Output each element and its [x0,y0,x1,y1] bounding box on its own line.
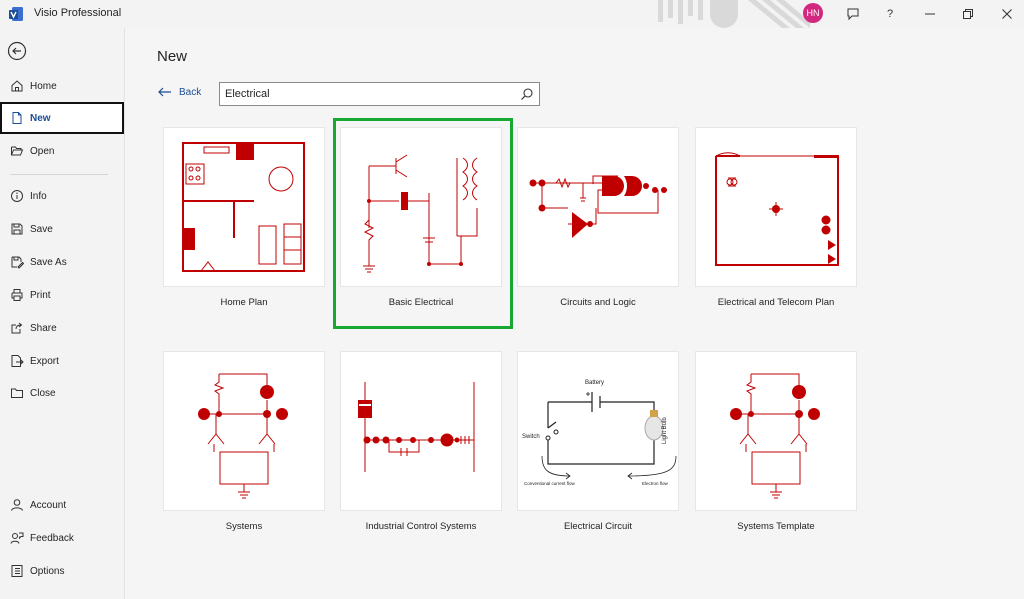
systems-template-diagram [730,373,820,499]
template-thumbnail [517,127,679,287]
account-icon [11,499,23,511]
template-thumbnail [695,351,857,511]
sidebar-item-close[interactable]: Close [0,377,124,409]
template-thumbnail [695,127,857,287]
template-tile-systems-template[interactable]: Systems Template [695,351,857,541]
close-window-icon[interactable] [997,4,1017,24]
template-label: Basic Electrical [388,297,454,308]
decorative-banner [658,0,810,28]
print-icon [11,289,23,301]
options-icon [11,565,23,577]
template-label: Systems Template [737,521,815,532]
electron-flow-label: Electron flow [642,481,669,486]
title-bar: Visio Professional HN ? [0,0,1024,28]
folder-open-icon [11,146,24,156]
template-tile-circuits-and-logic[interactable]: Circuits and Logic [517,127,679,317]
search-icon[interactable] [520,87,534,101]
feedback-icon [10,532,24,544]
share-icon [11,322,23,334]
template-thumbnail: Battery Switch Light Bulb Conventional c… [517,351,679,511]
backstage-sidebar: Home New Open Info Save Save As Print Sh… [0,28,125,599]
template-tile-electrical-circuit[interactable]: Battery Switch Light Bulb Conventional c… [517,351,679,541]
template-tile-basic-electrical[interactable]: Basic Electrical [340,127,502,317]
sidebar-item-new[interactable]: New [0,102,124,134]
template-tile-home-plan[interactable]: Home Plan [163,127,325,317]
template-thumbnail [163,127,325,287]
sidebar-item-print[interactable]: Print [0,279,124,311]
back-link[interactable]: Back [157,86,201,98]
battery-label: Battery [585,380,604,386]
template-thumbnail [340,127,502,287]
template-tile-systems[interactable]: Systems [163,351,325,541]
template-label: Electrical Circuit [563,521,633,532]
info-icon [11,190,23,202]
save-icon [11,223,23,235]
sidebar-item-save[interactable]: Save [0,213,124,245]
sidebar-item-options[interactable]: Options [0,555,124,587]
export-icon [11,355,24,367]
save-as-icon [11,256,24,269]
user-avatar[interactable]: HN [803,3,823,23]
electrical-circuit-diagram: Battery Switch Light Bulb Conventional c… [522,380,677,486]
back-arrow-icon[interactable] [6,40,28,62]
template-thumbnail [340,351,502,511]
restore-icon[interactable] [958,4,978,24]
home-plan-diagram [182,142,305,272]
help-icon[interactable]: ? [886,8,894,20]
template-label: Industrial Control Systems [365,521,477,532]
template-tile-industrial-control-systems[interactable]: Industrial Control Systems [340,351,502,541]
sidebar-item-export[interactable]: Export [0,345,124,377]
sidebar-item-open[interactable]: Open [0,135,124,167]
app-title: Visio Professional [34,7,122,19]
industrial-control-diagram [358,382,475,472]
home-icon [11,80,23,92]
systems-diagram [198,373,288,499]
sidebar-item-feedback[interactable]: Feedback [0,522,124,554]
sidebar-item-save-as[interactable]: Save As [0,246,124,278]
visio-logo-icon [9,7,23,21]
switch-label: Switch [522,434,540,440]
new-document-icon [12,112,22,124]
sidebar-item-info[interactable]: Info [0,180,124,212]
arrow-left-icon [158,87,171,97]
template-label: Circuits and Logic [560,297,636,308]
minimize-icon[interactable] [920,4,940,24]
sidebar-divider [10,174,108,175]
search-input[interactable] [225,86,515,102]
comments-icon[interactable] [843,4,863,24]
light-bulb-label: Light Bulb [662,417,668,444]
sidebar-item-account[interactable]: Account [0,489,124,521]
electrical-telecom-plan-diagram [715,152,839,266]
template-label: Electrical and Telecom Plan [717,297,835,308]
selected-template-highlight [333,118,513,329]
template-label: Systems [225,521,263,532]
circuits-and-logic-diagram [529,175,667,238]
template-label: Home Plan [220,297,268,308]
sidebar-item-share[interactable]: Share [0,312,124,344]
template-search-box[interactable] [219,82,540,106]
conventional-flow-label: Conventional current flow [524,481,576,486]
sidebar-item-home[interactable]: Home [0,70,124,102]
template-tile-electrical-and-telecom-plan[interactable]: Electrical and Telecom Plan [695,127,857,317]
template-thumbnail [163,351,325,511]
page-title: New [157,48,188,65]
close-folder-icon [11,388,23,398]
basic-electrical-diagram [363,154,478,273]
